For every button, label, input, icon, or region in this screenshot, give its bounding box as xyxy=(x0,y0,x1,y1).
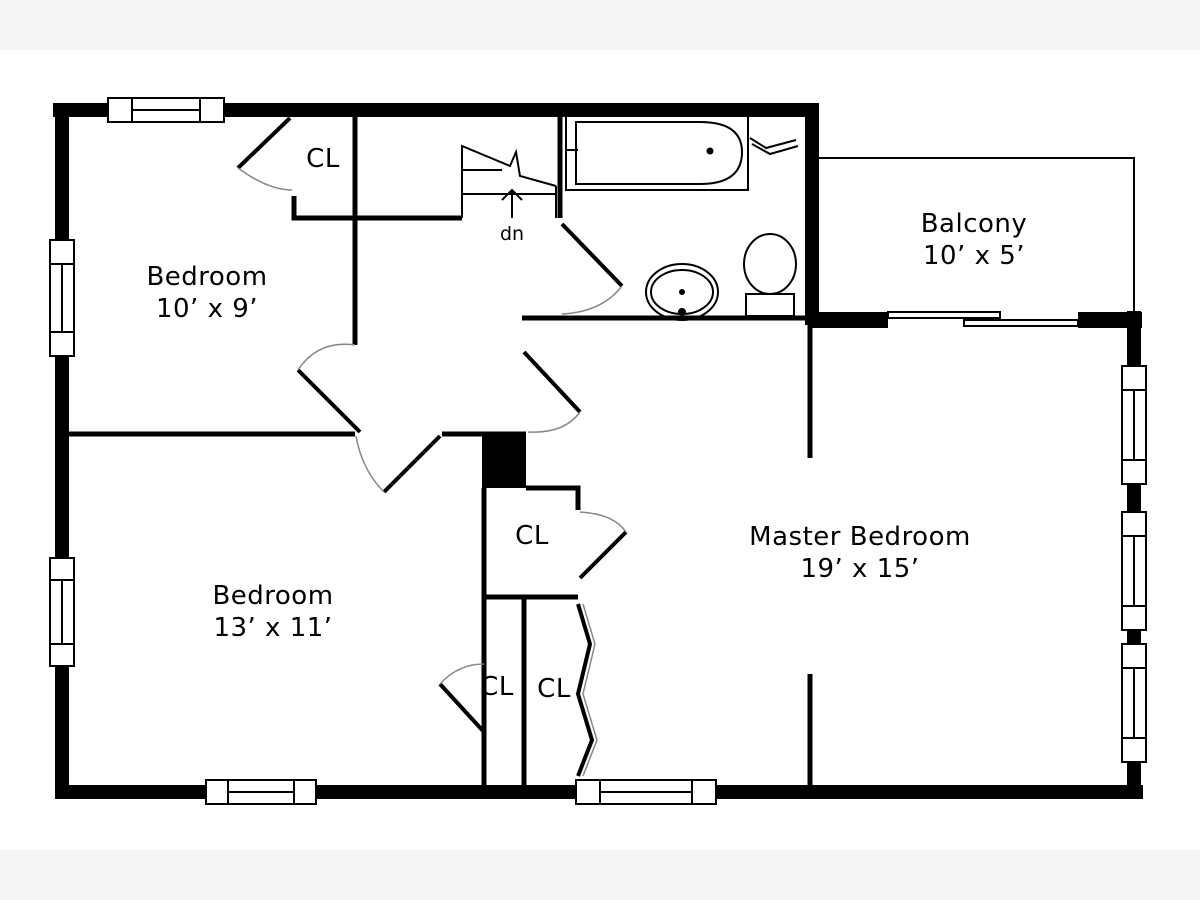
wall-seg-balcony-left xyxy=(808,312,888,328)
door-closet-lower-left xyxy=(438,663,486,734)
closet-label-lower-left: CL xyxy=(480,672,514,702)
closet-label-top: CL xyxy=(306,144,340,174)
interior-walls xyxy=(64,110,813,786)
wall-seg-balcony-right xyxy=(1078,312,1142,328)
door-closet-mid xyxy=(578,511,628,580)
room-size-bedroom-1: 10’ x 9’ xyxy=(156,294,258,324)
toilet-icon xyxy=(743,233,797,317)
door-closet-top xyxy=(236,116,293,191)
window-bottom-left xyxy=(205,779,317,805)
sliding-door xyxy=(887,311,1079,327)
bifold-door-closet xyxy=(575,603,598,777)
room-name-balcony: Balcony xyxy=(921,209,1028,239)
stairs xyxy=(461,144,557,218)
room-name-bedroom-2: Bedroom xyxy=(212,581,333,611)
window-right-2 xyxy=(1121,511,1147,631)
bathtub-icon xyxy=(565,115,749,191)
room-name-bedroom-1: Bedroom xyxy=(146,262,267,292)
room-size-master: 19’ x 15’ xyxy=(800,554,919,584)
windows xyxy=(49,97,1147,805)
closet-label-middle: CL xyxy=(515,521,549,551)
room-name-master: Master Bedroom xyxy=(749,522,971,552)
door-bathroom xyxy=(560,222,624,315)
door-master xyxy=(522,350,582,433)
balcony-outline xyxy=(818,157,1135,312)
wall-closet-top-mid xyxy=(526,485,581,510)
door-bedroom-1 xyxy=(296,343,362,434)
room-size-balcony: 10’ x 5’ xyxy=(923,241,1025,271)
closet-label-lower-right: CL xyxy=(537,674,571,704)
window-right-1 xyxy=(1121,365,1147,485)
window-right-3 xyxy=(1121,643,1147,763)
stairs-label: dn xyxy=(500,223,524,245)
window-left-lower xyxy=(49,557,75,667)
window-top xyxy=(107,97,225,123)
wall-closet-top xyxy=(291,196,462,221)
doors xyxy=(236,116,628,777)
room-size-bedroom-2: 13’ x 11’ xyxy=(213,613,332,643)
window-bottom-right xyxy=(575,779,717,805)
door-bedroom-2 xyxy=(355,434,442,494)
sink-icon xyxy=(645,263,719,321)
wall-pier xyxy=(482,434,526,488)
towel-bar-icon xyxy=(749,137,799,156)
window-left-upper xyxy=(49,239,75,357)
